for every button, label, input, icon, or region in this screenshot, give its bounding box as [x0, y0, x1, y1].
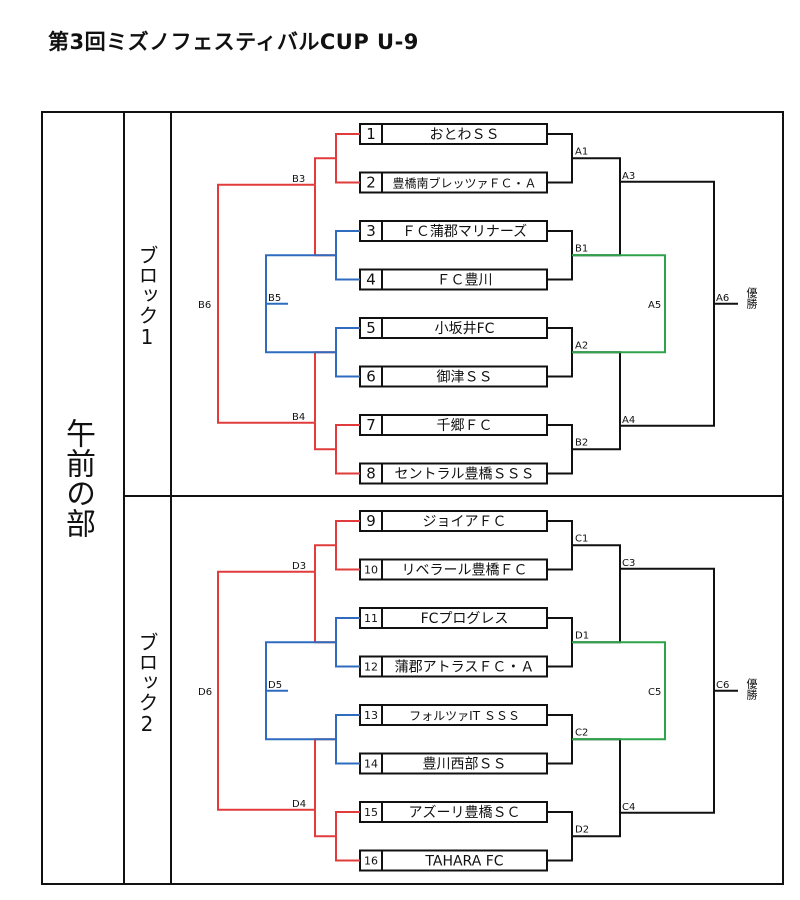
match-label: D3: [292, 561, 306, 572]
team-seed: 4: [366, 271, 376, 289]
match-label: B5: [268, 293, 281, 304]
match-label: A4: [622, 415, 635, 426]
bracket-line-left-red: [217, 570, 315, 811]
match-label: B2: [575, 437, 588, 448]
bracket-line-right: [572, 738, 621, 838]
team-name: 豊川西部ＳＳ: [423, 757, 507, 773]
bracket-line-right: [547, 714, 573, 765]
bracket-line-left: [335, 617, 360, 668]
match-label: B1: [575, 243, 588, 254]
bracket-line-left: [335, 133, 360, 184]
team-seed: 11: [364, 612, 378, 625]
team-seed: 5: [366, 319, 376, 337]
team-name: TAHARA FC: [424, 854, 503, 870]
match-label: D6: [198, 687, 212, 698]
bracket-line-left: [335, 714, 360, 765]
team-seed: 7: [366, 416, 376, 434]
match-label: A3: [622, 171, 635, 182]
bracket-line-right-green: [572, 641, 666, 741]
bracket-line-left: [314, 738, 336, 810]
bracket-line-right: [572, 544, 621, 644]
match-label: C5: [648, 687, 661, 698]
team-seed: 13: [364, 709, 378, 722]
bracket-line-left: [314, 571, 336, 644]
team-name: ジョイアＦＣ: [423, 514, 507, 530]
bracket-line-right: [547, 327, 573, 378]
match-label: D1: [575, 630, 589, 641]
section-label: 午前の部: [60, 418, 95, 538]
team-name: セントラル豊橋ＳＳＳ: [395, 467, 535, 483]
team-seed: 1: [366, 125, 376, 143]
bracket-line-left: [314, 351, 336, 423]
match-label: B6: [198, 300, 211, 311]
bracket-line-right: [547, 230, 573, 281]
match-label: B4: [292, 412, 305, 423]
match-label: A1: [575, 146, 588, 157]
team-seed: 10: [364, 564, 378, 577]
bracket-line-right: [547, 811, 573, 862]
match-label: D2: [575, 824, 589, 835]
block2-champion-label: 優勝: [745, 678, 758, 700]
team-seed: 9: [366, 512, 376, 530]
match-label: A6: [716, 293, 729, 304]
match-label: C6: [716, 680, 729, 691]
bracket-line-right-outer: [620, 180, 715, 427]
team-seed: 12: [364, 661, 378, 674]
bracket-line-right: [547, 424, 573, 475]
block1-label: ブロック1: [135, 245, 159, 349]
team-name: FCプログレス: [421, 611, 509, 627]
team-name: 小坂井FC: [435, 321, 495, 337]
match-label: C2: [575, 727, 588, 738]
team-name: おとわＳＳ: [430, 127, 500, 143]
team-name: リベラール豊橋ＦＣ: [402, 563, 528, 579]
bracket-line-right: [572, 351, 621, 451]
team-name: フォルツァIT ＳＳＳ: [409, 709, 520, 723]
team-seed: 16: [364, 855, 378, 868]
match-label: D5: [268, 680, 282, 691]
bracket-line-left: [335, 520, 360, 571]
team-name: 豊橋南ブレッツァＦＣ・Ａ: [392, 176, 536, 191]
bracket-line-right: [547, 617, 573, 668]
block1-champion-label: 優勝: [745, 287, 758, 309]
bracket-line-left: [335, 327, 360, 378]
bracket-line-left: [314, 184, 336, 257]
bracket-line-left: [335, 230, 360, 281]
match-label: D4: [292, 799, 306, 810]
bracket-line-left: [335, 424, 360, 475]
team-seed: 14: [364, 758, 378, 771]
bracket-line-right: [572, 157, 621, 257]
match-label: A5: [648, 300, 661, 311]
team-name: アズーリ豊橋ＳＣ: [409, 805, 521, 821]
match-label: B3: [292, 174, 305, 185]
bracket-line-right: [547, 520, 573, 571]
team-name: ＦＣ蒲郡マリナーズ: [402, 224, 527, 240]
team-name: 御津ＳＳ: [437, 370, 493, 386]
team-seed: 2: [366, 174, 376, 192]
team-name: ＦＣ豊川: [437, 273, 493, 289]
bracket-line-right: [547, 133, 573, 184]
team-seed: 3: [366, 222, 376, 240]
team-seed: 15: [364, 806, 378, 819]
block2-label: ブロック2: [135, 632, 159, 736]
bracket-line-left-red: [217, 183, 315, 424]
bracket-line-left: [314, 544, 336, 572]
team-seed: 6: [366, 368, 376, 386]
bracket-line-left: [335, 811, 360, 862]
team-name: 千郷ＦＣ: [437, 418, 493, 434]
match-label: C3: [622, 558, 635, 569]
team-seed: 8: [366, 465, 376, 483]
bracket-line-left: [314, 422, 336, 451]
bracket-line-right-outer: [620, 567, 715, 814]
team-name: 蒲郡アトラスＦＣ・Ａ: [395, 660, 535, 676]
bracket-line-left: [314, 157, 336, 185]
match-label: C1: [575, 533, 588, 544]
match-label: C4: [622, 802, 635, 813]
outer-frame: [41, 111, 784, 885]
match-label: A2: [575, 340, 588, 351]
page-title: 第3回ミズノフェスティバルCUP U-9: [48, 30, 419, 54]
bracket-line-left: [314, 809, 336, 838]
bracket-line-right-green: [572, 254, 666, 354]
